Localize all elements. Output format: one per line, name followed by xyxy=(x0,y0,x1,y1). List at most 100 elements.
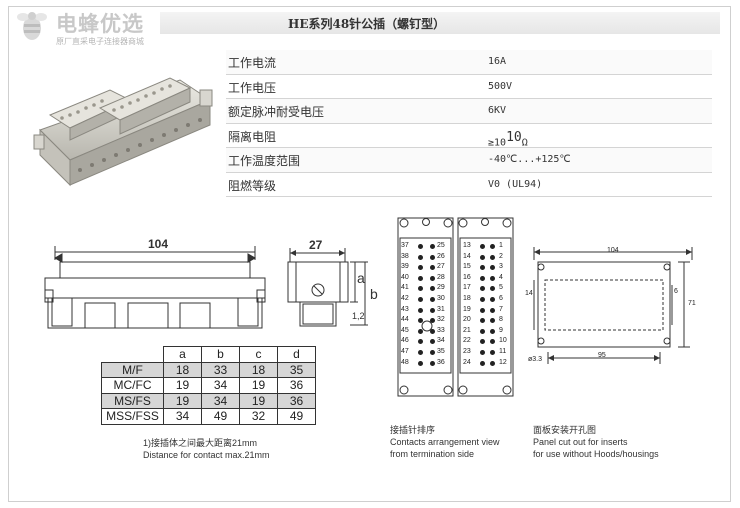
pin-number-label: 38 xyxy=(401,252,409,260)
cell-d: 36 xyxy=(277,377,316,394)
contact-dot xyxy=(480,328,485,334)
pin-number-label: 30 xyxy=(437,295,445,302)
panel-dim-h2: 6 xyxy=(674,288,678,295)
contact-dot xyxy=(430,275,435,281)
cell-d: 35 xyxy=(277,361,316,378)
pin-number-label: 48 xyxy=(401,358,409,366)
contact-dot xyxy=(490,339,495,345)
spec-value: ≥1010Ω xyxy=(488,130,528,148)
pin-number-label: 37 xyxy=(401,242,409,249)
pin-number-label: 36 xyxy=(437,358,445,366)
panel-caption-1: 面板安装开孔图 xyxy=(533,425,597,435)
row-label: M/F xyxy=(101,361,164,378)
panel-dim-hole: ø3.3 xyxy=(528,356,543,363)
product-photo xyxy=(33,77,213,187)
spec-value: V0 (UL94) xyxy=(488,178,543,190)
contact-dot xyxy=(430,360,435,366)
contact-dot xyxy=(490,254,495,260)
pin-number-label: 11 xyxy=(499,348,507,355)
cell-b: 49 xyxy=(201,408,240,425)
pin-number-label: 33 xyxy=(437,326,445,334)
contact-dot xyxy=(480,254,485,260)
pin-number-label: 41 xyxy=(401,284,409,292)
pin-number-label: 25 xyxy=(437,242,445,249)
row-label: MC/FC xyxy=(101,377,164,394)
side-dim-b: b xyxy=(370,286,378,302)
contact-dot xyxy=(480,339,485,345)
spec-row: 工作电流 16A xyxy=(226,50,712,75)
cell-c: 19 xyxy=(239,392,278,409)
spec-table: 工作电流 16A 工作电压 500V 额定脉冲耐受电压 6KV 隔离电阻 ≥10… xyxy=(226,50,712,197)
spec-value: 500V xyxy=(488,80,513,92)
pin-number-label: 12 xyxy=(499,358,507,366)
panel-caption-2: Panel cut out for inserts xyxy=(533,437,628,447)
contact-dot xyxy=(490,360,495,366)
contact-dot xyxy=(490,307,495,313)
contact-dot xyxy=(430,244,435,249)
cell-b: 33 xyxy=(201,361,240,378)
spec-value-exponent: 10 xyxy=(506,129,522,145)
pin-number-label: 22 xyxy=(463,337,471,345)
pin-number-label: 29 xyxy=(437,284,445,292)
contact-dot xyxy=(480,307,485,313)
pin-number-label: 27 xyxy=(437,263,445,271)
spec-label: 工作电流 xyxy=(228,56,277,70)
contact-dot xyxy=(480,297,485,302)
pin-number-label: 5 xyxy=(499,284,503,292)
contact-dot xyxy=(430,286,435,292)
title-bar xyxy=(160,12,720,34)
cell-d: 36 xyxy=(277,392,316,409)
pin-number-label: 18 xyxy=(463,295,471,302)
cell-a: 19 xyxy=(163,377,202,394)
cell-c: 32 xyxy=(239,408,278,425)
table-row: MC/FC 19 34 19 36 xyxy=(101,377,316,394)
contact-dot xyxy=(430,307,435,313)
cell-b: 34 xyxy=(201,377,240,394)
header-cell: a xyxy=(163,346,202,363)
pinout-caption-1: 接插针排序 xyxy=(390,425,436,435)
table-row: MSS/FSS 34 49 32 49 xyxy=(101,408,316,425)
contact-dot xyxy=(490,318,495,324)
row-label: MSS/FSS xyxy=(101,408,164,425)
front-width-dim: 104 xyxy=(148,237,169,251)
page-title: HE系列48针公插（螺钉型） xyxy=(288,17,446,31)
spec-row: 工作温度范围 -40℃...+125℃ xyxy=(226,148,712,173)
contact-dot xyxy=(418,275,423,281)
contact-dot xyxy=(490,286,495,292)
contact-dot xyxy=(430,297,435,302)
cell-c: 19 xyxy=(239,377,278,394)
pinout-caption-2: Contacts arrangement view xyxy=(390,437,500,447)
pin-number-label: 20 xyxy=(463,316,471,324)
spec-value: 6KV xyxy=(488,105,507,116)
cell-d: 49 xyxy=(277,408,316,425)
contact-dot xyxy=(418,360,423,366)
contact-dot xyxy=(430,265,435,271)
pin-number-label: 47 xyxy=(401,348,409,355)
contact-dot xyxy=(480,286,485,292)
panel-dim-bottom: 95 xyxy=(598,352,606,359)
spec-value-suffix: Ω xyxy=(521,136,528,148)
panel-dim-top: 104 xyxy=(607,247,619,254)
contact-dot xyxy=(418,254,423,260)
pin-number-label: 42 xyxy=(401,295,409,302)
side-width-dim: 27 xyxy=(309,238,323,252)
spec-label: 工作温度范围 xyxy=(228,154,301,168)
spec-label: 工作电压 xyxy=(228,80,277,95)
pin-number-label: 9 xyxy=(499,326,503,334)
contact-dot xyxy=(418,307,423,313)
spec-label: 阻燃等级 xyxy=(228,178,277,193)
spec-row: 阻燃等级 V0 (UL94) xyxy=(226,173,712,197)
side-dim-a: a xyxy=(357,270,365,286)
pin-number-label: 3 xyxy=(499,263,503,271)
pin-number-label: 32 xyxy=(437,316,445,324)
spec-value: -40℃...+125℃ xyxy=(488,154,571,165)
bee-logo-icon xyxy=(17,12,47,40)
pin-number-label: 16 xyxy=(463,273,471,281)
panel-dim-h1: 14 xyxy=(525,290,533,297)
header-cell: c xyxy=(239,346,278,363)
spec-row: 工作电压 500V xyxy=(226,75,712,99)
contact-dot xyxy=(418,339,423,345)
pin-number-label: 35 xyxy=(437,348,445,355)
contact-dot xyxy=(490,244,495,249)
